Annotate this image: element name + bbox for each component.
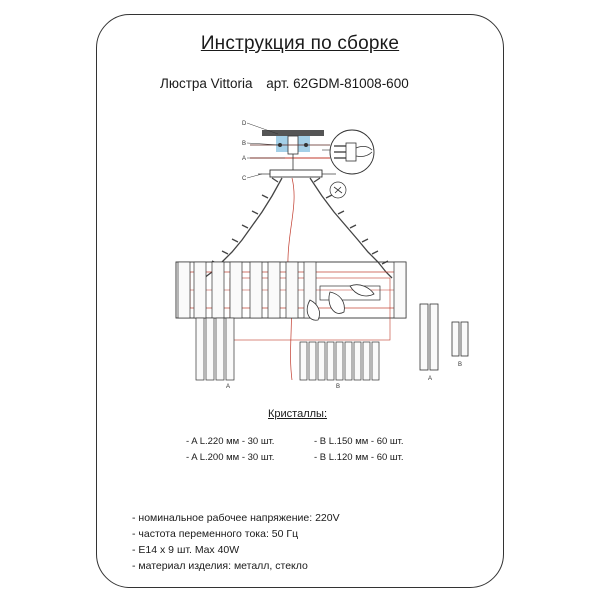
wiring-detail [322, 129, 375, 175]
spec-bulbs: - E14 x 9 шт. Max 40W [132, 544, 240, 556]
part-labels: D B A C [242, 121, 285, 182]
lower-crystals-b [299, 341, 380, 381]
product-name: Люстра Vittoria [160, 76, 253, 91]
side-label-b: B [458, 362, 462, 368]
crystal-label-b: B [336, 384, 340, 390]
label-c: C [242, 176, 247, 182]
chains [203, 177, 393, 279]
crystal-item: - A L.220 мм - 30 шт. [186, 436, 275, 447]
spec-voltage: - номинальное рабочее напряжение: 220V [132, 512, 340, 524]
spec-list: - номинальное рабочее напряжение: 220V -… [132, 510, 340, 574]
bulbs [306, 284, 375, 321]
instruction-sheet-frame [96, 14, 504, 588]
page-title: Инструкция по сборке [200, 33, 400, 54]
side-label-a: A [428, 376, 432, 382]
crystal-label-a: A [226, 384, 230, 390]
crystal-item: - B L.120 мм - 60 шт. [314, 452, 404, 463]
upper-crystal-row [177, 261, 407, 319]
product-subtitle: Люстра Vittoria арт. 62GDM-81008-600 [160, 76, 409, 91]
crystal-item: - B L.150 мм - 60 шт. [314, 436, 404, 447]
spec-frequency: - частота переменного тока: 50 Гц [132, 528, 299, 540]
label-b: B [242, 141, 246, 147]
crystal-item: - A L.200 мм - 30 шт. [186, 452, 275, 463]
crystals-heading: Кристаллы: [268, 408, 328, 420]
lower-crystals-a [195, 317, 235, 381]
spec-material: - материал изделия: металл, стекло [132, 560, 308, 572]
hook-detail [329, 181, 347, 199]
ceiling-mount [250, 130, 336, 178]
label-a: A [242, 156, 246, 162]
article-number: арт. 62GDM-81008-600 [266, 76, 409, 91]
label-d: D [242, 121, 247, 127]
side-crystal-samples [419, 303, 469, 371]
